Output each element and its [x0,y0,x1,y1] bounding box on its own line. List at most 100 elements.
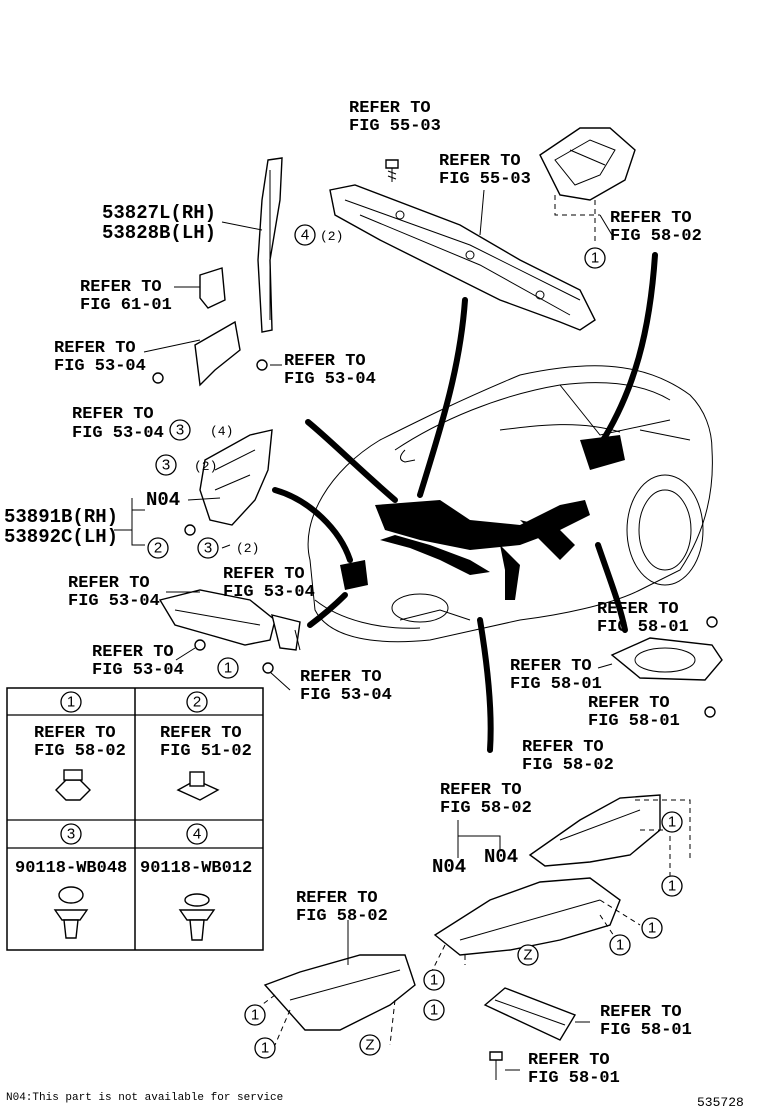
callout-1: 1 [423,969,445,991]
car-outline [307,365,713,643]
seal-lower [199,429,273,526]
svg-text:2: 2 [193,694,201,711]
footnote-text: N04:This part is not available for servi… [6,1092,283,1104]
callout-1: 1 [661,811,683,833]
legend-cell-4: 4 90118-WB012 [140,823,252,941]
ref-61-01-l1: REFER TO [80,278,162,297]
ref-58-01-c-l2: FIG 58-01 [588,712,680,731]
callout-1: 1 [244,1004,266,1026]
under-cover-left [158,589,301,674]
ref-61-01-l2: FIG 61-01 [80,296,172,315]
part-numbers: 53827L(RH) 53828B(LH) 53891B(RH) 53892C(… [4,202,518,878]
ref-53-04-d-l2: FIG 53-04 [223,583,315,602]
callout-1: 1 [423,999,445,1021]
svg-text:1: 1 [668,814,676,831]
seal-vertical [257,157,283,333]
ref-58-02-top-l2: FIG 58-02 [610,227,702,246]
ref-53-04-b-l1: REFER TO [284,352,366,371]
frame-assembly [340,435,625,600]
svg-text:1: 1 [668,878,676,895]
svg-text:REFER TO: REFER TO [34,724,116,743]
part-538918: 53891B(RH) [4,506,118,528]
svg-text:4: 4 [301,227,309,244]
ref-55-03-top-l1: REFER TO [349,99,431,118]
part-538271: 53827L(RH) [102,202,216,224]
svg-text:1: 1 [591,250,599,267]
ref-53-04-b-l2: FIG 53-04 [284,370,376,389]
ref-53-04-g-l1: REFER TO [300,668,382,687]
ref-53-04-c-l2: FIG 53-04 [72,424,164,443]
ref-58-01-e-l1: REFER TO [528,1051,610,1070]
ref-53-04-d-l1: REFER TO [223,565,305,584]
callout-z: Z [359,1034,381,1056]
svg-text:1: 1 [224,660,232,677]
ref-55-03-mid-l1: REFER TO [439,152,521,171]
svg-text:2: 2 [154,540,162,557]
svg-text:90118-WB048: 90118-WB048 [15,859,127,878]
callout-3: 3 (4) [169,419,233,441]
radiator-support-upper [329,184,596,331]
ref-53-04-a-l1: REFER TO [54,339,136,358]
svg-text:1: 1 [251,1007,259,1024]
nut-icon [152,359,268,384]
ref-53-04-a-l2: FIG 53-04 [54,357,146,376]
svg-text:4: 4 [193,826,201,843]
callout-4: 4(2) [294,224,343,246]
heat-shield-rear [528,794,691,885]
heat-shield-center [429,877,641,976]
ref-53-04-f-l1: REFER TO [92,643,174,662]
bolt-icon [385,159,399,182]
callout-3: 3(2) [197,537,259,559]
callout-z: Z [517,944,539,966]
svg-text:3: 3 [162,457,170,474]
svg-text:1: 1 [616,937,624,954]
svg-text:(4): (4) [210,424,233,439]
ref-58-02-b-l2: FIG 58-02 [522,756,614,775]
callout-1: 1 [254,1037,276,1059]
svg-text:3: 3 [176,422,184,439]
callouts: 4(2) 1 3(4) 3(2) 2 3(2) 1 1 1 1 1 Z 1 1 … [147,224,683,1059]
ref-58-01-c-l1: REFER TO [588,694,670,713]
svg-text:1: 1 [67,694,75,711]
svg-text:Z: Z [365,1037,374,1054]
ref-55-03-top-l2: FIG 55-03 [349,117,441,136]
ref-58-02-d-l2: FIG 58-02 [296,907,388,926]
svg-text:3: 3 [67,826,75,843]
svg-text:Z: Z [523,947,532,964]
ref-53-04-f-l2: FIG 53-04 [92,661,184,680]
svg-text:1: 1 [430,972,438,989]
svg-text:1: 1 [261,1040,269,1057]
svg-text:3: 3 [204,540,212,557]
svg-text:1: 1 [648,920,656,937]
callout-3: 3 (2) [155,454,217,476]
heat-shield-top [539,127,636,245]
bracket-small [199,267,226,309]
part-538288: 53828B(LH) [102,222,216,244]
callout-2: 2 [147,537,169,559]
svg-text:(2): (2) [194,459,217,474]
callout-1: 1 [641,917,663,939]
legend-cell-1: 1 REFER TO FIG 58-02 [34,691,126,801]
svg-text:REFER TO: REFER TO [160,724,242,743]
ref-58-02-c-l2: FIG 58-02 [440,799,532,818]
part-538920: 53892C(LH) [4,526,118,548]
ref-58-01-b-l2: FIG 58-01 [510,675,602,694]
svg-text:1: 1 [430,1002,438,1019]
pointer-curves [272,252,658,753]
leader-lines [114,189,613,1071]
ref-58-01-d-l1: REFER TO [600,1003,682,1022]
fastener-legend: 1 REFER TO FIG 58-02 2 REFER TO FIG 51-0… [6,687,264,951]
n04-label-left: N04 [146,489,180,511]
ref-58-02-top-l1: REFER TO [610,209,692,228]
ref-58-01-e-l2: FIG 58-01 [528,1069,620,1088]
ref-58-01-d-l2: FIG 58-01 [600,1021,692,1040]
plate-58-01 [610,616,723,718]
callout-1: 1 [661,875,683,897]
ref-55-03-mid-l2: FIG 55-03 [439,170,531,189]
bracket-mid [194,320,241,387]
figure-id: 535728 [697,1095,744,1110]
callout-1: 1 [217,657,239,679]
ref-labels: REFER TO FIG 55-03 REFER TO FIG 55-03 RE… [54,99,702,1088]
svg-text:FIG 58-02: FIG 58-02 [34,742,126,761]
